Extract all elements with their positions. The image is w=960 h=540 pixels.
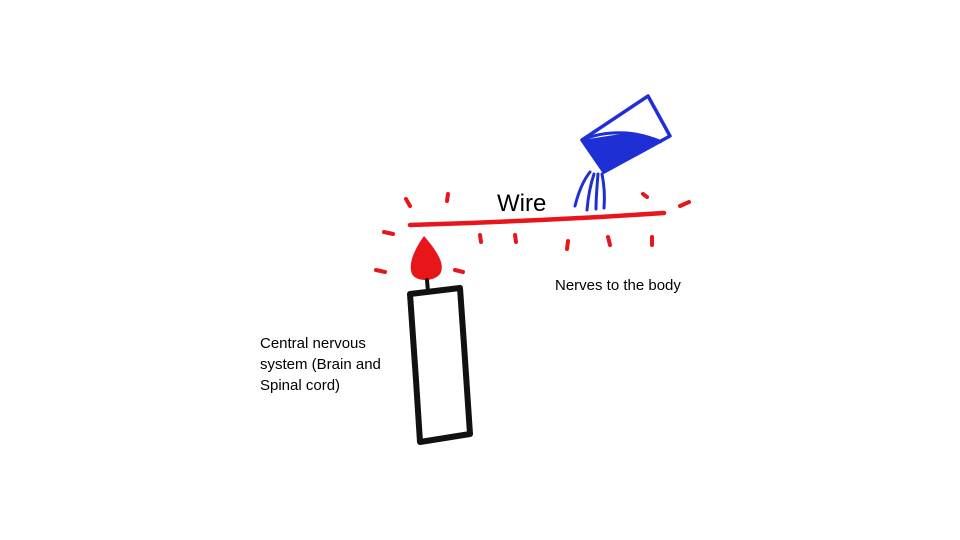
flame-icon xyxy=(410,236,442,280)
water-stream xyxy=(573,170,606,212)
heat-marks xyxy=(374,192,691,274)
wire-line xyxy=(407,210,667,228)
wire-label: Wire xyxy=(497,190,546,217)
candle-icon xyxy=(407,285,473,445)
cns-label: Central nervous system (Brain and Spinal… xyxy=(260,335,381,394)
nerves-label: Nerves to the body xyxy=(555,277,681,294)
water-cup-icon xyxy=(580,94,672,174)
